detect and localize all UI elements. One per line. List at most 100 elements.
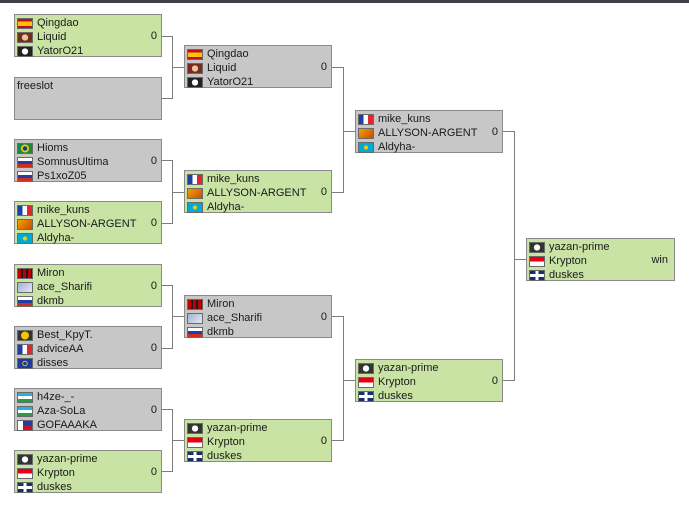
player-name: Miron (207, 298, 235, 310)
indonesia-flag-icon (529, 255, 545, 267)
red-logo-icon (17, 267, 33, 279)
match-box[interactable]: Qingdao Liquid YatorO21 0 (14, 14, 162, 57)
match-box[interactable]: yazan-prime Krypton duskes 0 (355, 359, 503, 402)
match-score: 0 (491, 126, 498, 138)
match-box[interactable]: Miron ace_Sharifi dkmb 0 (14, 264, 162, 307)
match-score: 0 (320, 61, 327, 73)
skull-icon (17, 45, 33, 57)
connector-line (514, 259, 526, 260)
spain-flag-icon (187, 48, 203, 60)
spain-flag-icon (17, 17, 33, 29)
top-bar (0, 0, 689, 3)
player-name: Krypton (37, 467, 75, 479)
freeslot-label: freeslot (17, 80, 54, 92)
player-name: mike_kuns (378, 113, 431, 125)
connector-line (162, 348, 172, 349)
connector-line (343, 131, 355, 132)
avatar-icon (187, 312, 203, 324)
connector-line (503, 131, 514, 132)
player-name: h4ze-_- (37, 391, 75, 403)
uzbekistan-flag-icon (17, 405, 33, 417)
connector-line (332, 440, 343, 441)
orange-flag-icon (187, 187, 203, 199)
player-name: yazan-prime (378, 362, 439, 374)
player-name: YatorO21 (207, 76, 254, 88)
connector-line (172, 192, 184, 193)
uzbekistan-flag-icon (17, 391, 33, 403)
final-match-box[interactable]: yazan-prime Krypton duskes win (526, 238, 675, 281)
match-box[interactable]: h4ze-_- Aza-SoLa GOFAAAKA 0 (14, 388, 162, 431)
russia-flag-icon (17, 170, 33, 182)
player-name: Best_KpyT. (37, 329, 93, 341)
match-box[interactable]: Hioms SomnusUltima Ps1xoZ05 0 (14, 139, 162, 182)
kazakhstan-flag-icon (358, 141, 374, 153)
player-name: yazan-prime (207, 422, 268, 434)
match-box[interactable]: freeslot (14, 77, 162, 120)
player-name: Liquid (207, 62, 237, 74)
connector-line (503, 380, 514, 381)
match-box[interactable]: mike_kuns ALLYSON-ARGENT Aldyha- 0 (355, 110, 503, 153)
indonesia-flag-icon (17, 467, 33, 479)
uk-flag-icon (358, 390, 374, 402)
match-box[interactable]: Miron ace_Sharifi dkmb 0 (184, 295, 332, 338)
globe-icon (187, 422, 203, 434)
player-name: Qingdao (207, 48, 249, 60)
player-name: dkmb (207, 326, 234, 338)
player-name: Aza-SoLa (37, 405, 86, 417)
match-score: 0 (150, 342, 157, 354)
player-name: duskes (549, 269, 584, 281)
red-logo-icon (187, 298, 203, 310)
player-name: yazan-prime (37, 453, 98, 465)
connector-line (172, 67, 184, 68)
russia-flag-icon (17, 156, 33, 168)
skull-icon (187, 76, 203, 88)
player-name: duskes (207, 450, 242, 462)
match-box[interactable]: yazan-prime Krypton duskes 0 (14, 450, 162, 493)
match-score: 0 (150, 466, 157, 478)
france-flag-icon (17, 204, 33, 216)
connector-line (343, 67, 344, 193)
player-name: Ps1xoZ05 (37, 170, 87, 182)
player-name: YatorO21 (37, 45, 84, 57)
match-score: 0 (150, 404, 157, 416)
eu-flag-icon (17, 357, 33, 369)
globe-icon (17, 453, 33, 465)
match-score: 0 (150, 280, 157, 292)
connector-line (332, 192, 343, 193)
avatar-icon (17, 281, 33, 293)
connector-line (514, 131, 515, 381)
match-box[interactable]: mike_kuns ALLYSON-ARGENT Aldyha- 0 (14, 201, 162, 244)
connector-line (162, 36, 172, 37)
connector-line (332, 316, 343, 317)
connector-line (162, 98, 172, 99)
match-box[interactable]: mike_kuns ALLYSON-ARGENT Aldyha- 0 (184, 170, 332, 213)
player-name: Hioms (37, 142, 69, 154)
kazakhstan-flag-icon (17, 232, 33, 244)
player-name: ALLYSON-ARGENT (207, 187, 307, 199)
russia-flag-icon (17, 295, 33, 307)
france-flag-icon (358, 113, 374, 125)
match-box[interactable]: Best_KpyT. adviceAA disses 0 (14, 326, 162, 369)
match-box[interactable]: yazan-prime Krypton duskes 0 (184, 419, 332, 462)
player-name: adviceAA (37, 343, 84, 355)
connector-line (343, 380, 355, 381)
player-name: disses (37, 357, 69, 369)
match-score: 0 (150, 30, 157, 42)
smiley-icon (17, 329, 33, 341)
connector-line (172, 285, 173, 349)
team-logo-icon (187, 62, 203, 74)
uk-flag-icon (187, 450, 203, 462)
connector-line (162, 285, 172, 286)
match-box[interactable]: Qingdao Liquid YatorO21 0 (184, 45, 332, 88)
indonesia-flag-icon (358, 376, 374, 388)
player-name: dkmb (37, 295, 64, 307)
player-name: ace_Sharifi (207, 312, 263, 324)
connector-line (172, 440, 184, 441)
player-name: Aldyha- (37, 232, 75, 244)
globe-icon (358, 362, 374, 374)
player-name: Liquid (37, 31, 67, 43)
connector-line (332, 67, 343, 68)
player-name: Qingdao (37, 17, 79, 29)
player-name: yazan-prime (549, 241, 610, 253)
player-name: Krypton (207, 436, 245, 448)
